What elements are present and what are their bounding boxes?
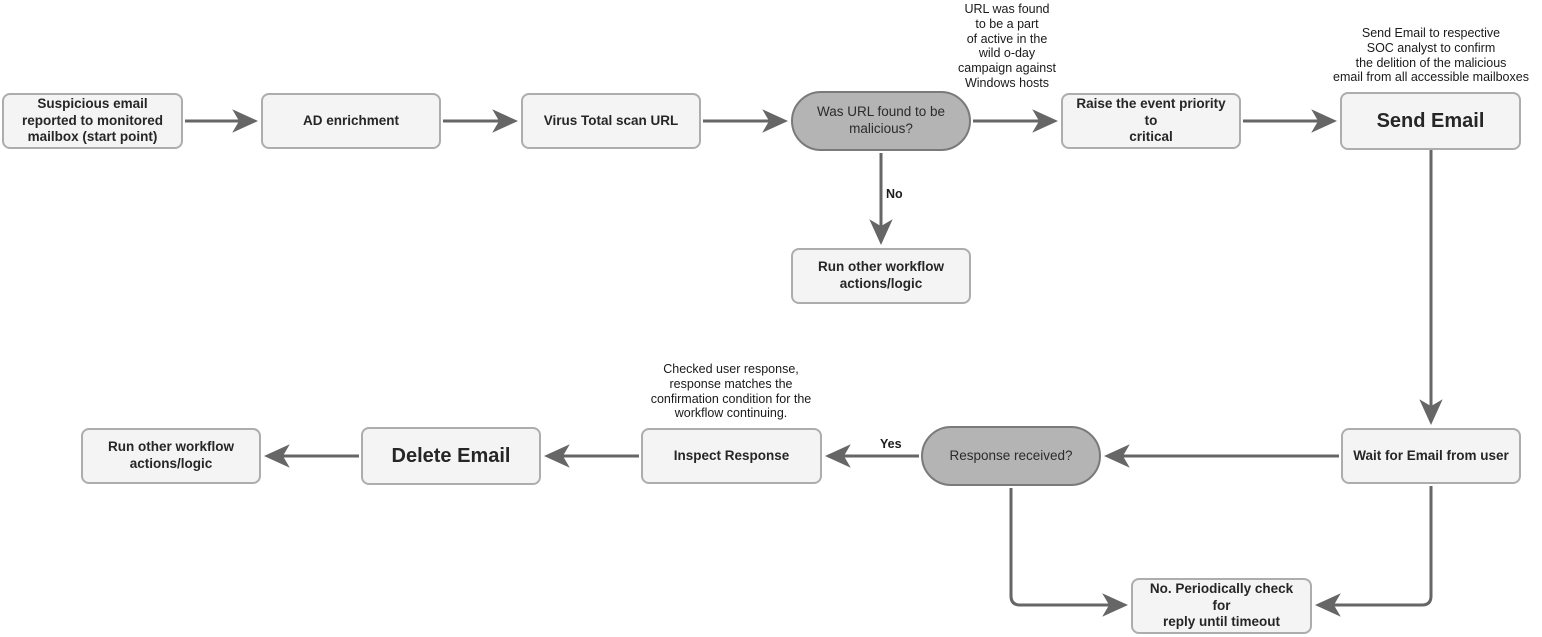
node-label: Suspicious email reported to monitored m… bbox=[22, 95, 163, 145]
edge-label-soc-confirm-note: Send Email to respective SOC analyst to … bbox=[1333, 26, 1529, 85]
edge-label-yes-response: Yes bbox=[880, 437, 902, 451]
node-label: Virus Total scan URL bbox=[543, 112, 679, 128]
node-label: Run other workflow actions/logic bbox=[108, 439, 234, 471]
node-inspect-response[interactable]: Inspect Response bbox=[641, 428, 822, 484]
node-wait-for-email-from-user[interactable]: Wait for Email from user bbox=[1341, 428, 1521, 484]
node-label: AD enrichment bbox=[302, 112, 400, 128]
node-decision-response-received[interactable]: Response received? bbox=[921, 426, 1101, 486]
node-virus-total-scan-url[interactable]: Virus Total scan URL bbox=[521, 93, 701, 149]
node-label: Wait for Email from user bbox=[1353, 447, 1509, 463]
node-label: Response received? bbox=[949, 447, 1073, 463]
node-send-email[interactable]: Send Email bbox=[1340, 92, 1521, 150]
node-ad-enrichment[interactable]: AD enrichment bbox=[261, 93, 441, 149]
node-run-other-workflow-bottom[interactable]: Run other workflow actions/logic bbox=[81, 428, 261, 484]
edge-response-received-no-to-periodic-check bbox=[1009, 488, 1129, 617]
edge-label-checked-user-response-note: Checked user response, response matches … bbox=[650, 362, 812, 421]
node-start-suspicious-email[interactable]: Suspicious email reported to monitored m… bbox=[2, 93, 183, 149]
edge-label-zero-day-note: URL was found to be a part of active in … bbox=[958, 2, 1056, 90]
node-label: No. Periodically check for reply until t… bbox=[1149, 580, 1294, 630]
node-label: Inspect Response bbox=[673, 447, 790, 463]
edge-label-no-malicious: No bbox=[886, 187, 903, 201]
node-raise-event-priority[interactable]: Raise the event priority to critical bbox=[1061, 93, 1241, 149]
node-label: Raise the event priority to critical bbox=[1076, 95, 1226, 145]
node-label: Delete Email bbox=[391, 444, 511, 467]
node-delete-email[interactable]: Delete Email bbox=[361, 427, 541, 485]
node-label: Send Email bbox=[1376, 109, 1485, 132]
node-periodic-check-reply[interactable]: No. Periodically check for reply until t… bbox=[1131, 578, 1312, 634]
edge-wait-for-email-loop-to-periodic-check bbox=[1314, 486, 1433, 617]
node-label: Was URL found to be malicious? bbox=[816, 104, 946, 136]
node-decision-was-url-malicious[interactable]: Was URL found to be malicious? bbox=[791, 91, 971, 151]
node-label: Run other workflow actions/logic bbox=[818, 259, 944, 291]
node-run-other-workflow-top[interactable]: Run other workflow actions/logic bbox=[791, 248, 971, 304]
